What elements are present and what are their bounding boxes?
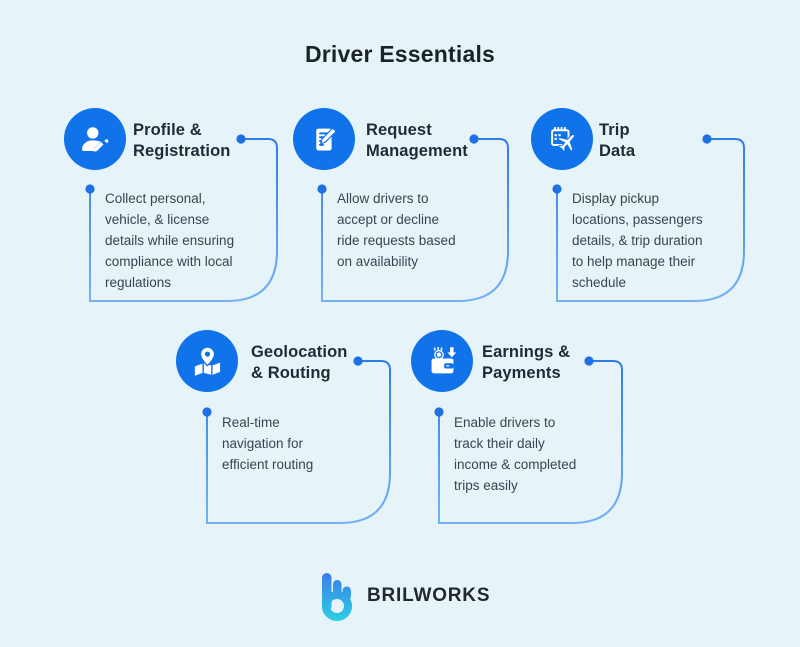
feature-title: Earnings & Payments xyxy=(482,343,571,382)
connector-request xyxy=(321,138,509,302)
feature-description: Allow drivers to accept or decline ride … xyxy=(337,191,456,269)
calendar-plane-icon xyxy=(531,108,593,170)
feature-description: Collect personal, vehicle, & license det… xyxy=(105,191,235,290)
feature-title: Request Management xyxy=(366,121,468,160)
brand-logo: BRILWORKS xyxy=(322,571,490,621)
brilworks-logo-icon xyxy=(322,573,352,621)
feature-title: Trip Data xyxy=(599,121,636,160)
connector-earnings xyxy=(438,360,623,524)
connector-geo xyxy=(206,360,391,524)
brand-name: BRILWORKS xyxy=(367,585,491,606)
feature-title: Profile & Registration xyxy=(133,121,231,160)
connector-profile xyxy=(89,138,278,302)
connector-dots xyxy=(85,134,712,417)
user-edit-icon xyxy=(64,108,126,170)
note-edit-icon xyxy=(293,108,355,170)
feature-description: Enable drivers to track their daily inco… xyxy=(454,415,577,493)
feature-description: Display pickup locations, passengers det… xyxy=(572,191,703,290)
connector-trip xyxy=(556,138,745,302)
page-title: Driver Essentials xyxy=(304,41,496,67)
feature-description: Real-time navigation for efficient routi… xyxy=(222,415,314,472)
map-pin-icon xyxy=(176,330,238,392)
wallet-earnings-icon xyxy=(411,330,473,392)
feature-title: Geolocation & Routing xyxy=(251,343,348,382)
